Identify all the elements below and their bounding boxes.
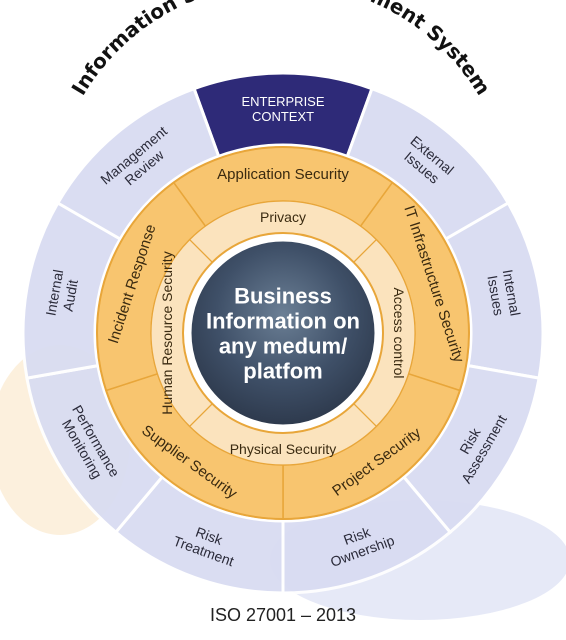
- outer-label-internal-audit-line: Audit: [60, 278, 81, 312]
- outer-label-internal-issues-line: Issues: [484, 274, 507, 317]
- outer-label-internal-audit: InternalAudit: [42, 268, 82, 320]
- outer-label-enterprise-line: ENTERPRISE: [241, 94, 324, 109]
- outer-label-enterprise-line: CONTEXT: [252, 109, 314, 124]
- outer-label-internal-issues-line: Internal: [500, 268, 524, 317]
- inner-label: Human Resource Security: [159, 251, 175, 414]
- middle-ring: [96, 146, 470, 520]
- outer-segment-management-review: [55, 86, 221, 242]
- center-text-line: Business: [234, 284, 332, 309]
- inner-label: Physical Security: [230, 441, 337, 457]
- inner-label: Privacy: [260, 209, 306, 225]
- outer-label-internal-audit-line: Internal: [42, 268, 66, 317]
- middle-label: Application Security: [217, 166, 349, 183]
- footer-label: ISO 27001 – 2013: [210, 605, 356, 625]
- center-text-line: platfom: [243, 359, 322, 384]
- middle-ring-border: [96, 146, 470, 520]
- center-text-line: Information on: [206, 309, 360, 334]
- outer-label-internal-issues: InternalIssues: [484, 268, 524, 320]
- inner-label: Access control: [391, 287, 407, 378]
- center-text-line: any medum/: [219, 334, 347, 359]
- inner-ring: [150, 200, 416, 466]
- outer-ring: [21, 71, 545, 595]
